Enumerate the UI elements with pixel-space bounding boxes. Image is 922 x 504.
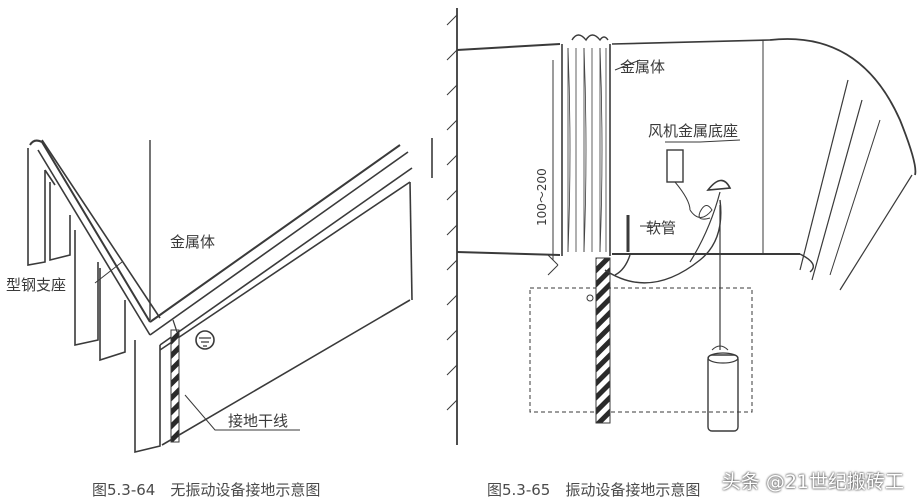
watermark: 头条 @21世纪搬砖工 [721,471,904,493]
weight-cylinder [707,354,739,432]
ground-symbol-icon [195,330,215,350]
fan-base-label: 风机金属底座 [648,122,738,140]
dimension-label: 100～200 [535,168,549,226]
ground-trunk-bar [170,329,180,443]
right-metal-body-label: 金属体 [620,58,665,76]
hose-label: 软管 [646,219,676,237]
left-figure [27,138,433,454]
right-caption: 图5.3-65 振动设备接地示意图 [487,481,700,499]
right-figure [446,8,917,445]
equipment-base-outline [529,287,753,413]
steel-support-legs [27,148,161,454]
steel-support-label: 型钢支座 [6,276,66,294]
ground-trunk-label: 接地干线 [228,412,288,430]
left-caption: 图5.3-64 无振动设备接地示意图 [92,481,320,499]
left-metal-body-label: 金属体 [170,233,215,251]
ground-column [595,257,611,424]
fan-base-box [666,149,684,183]
